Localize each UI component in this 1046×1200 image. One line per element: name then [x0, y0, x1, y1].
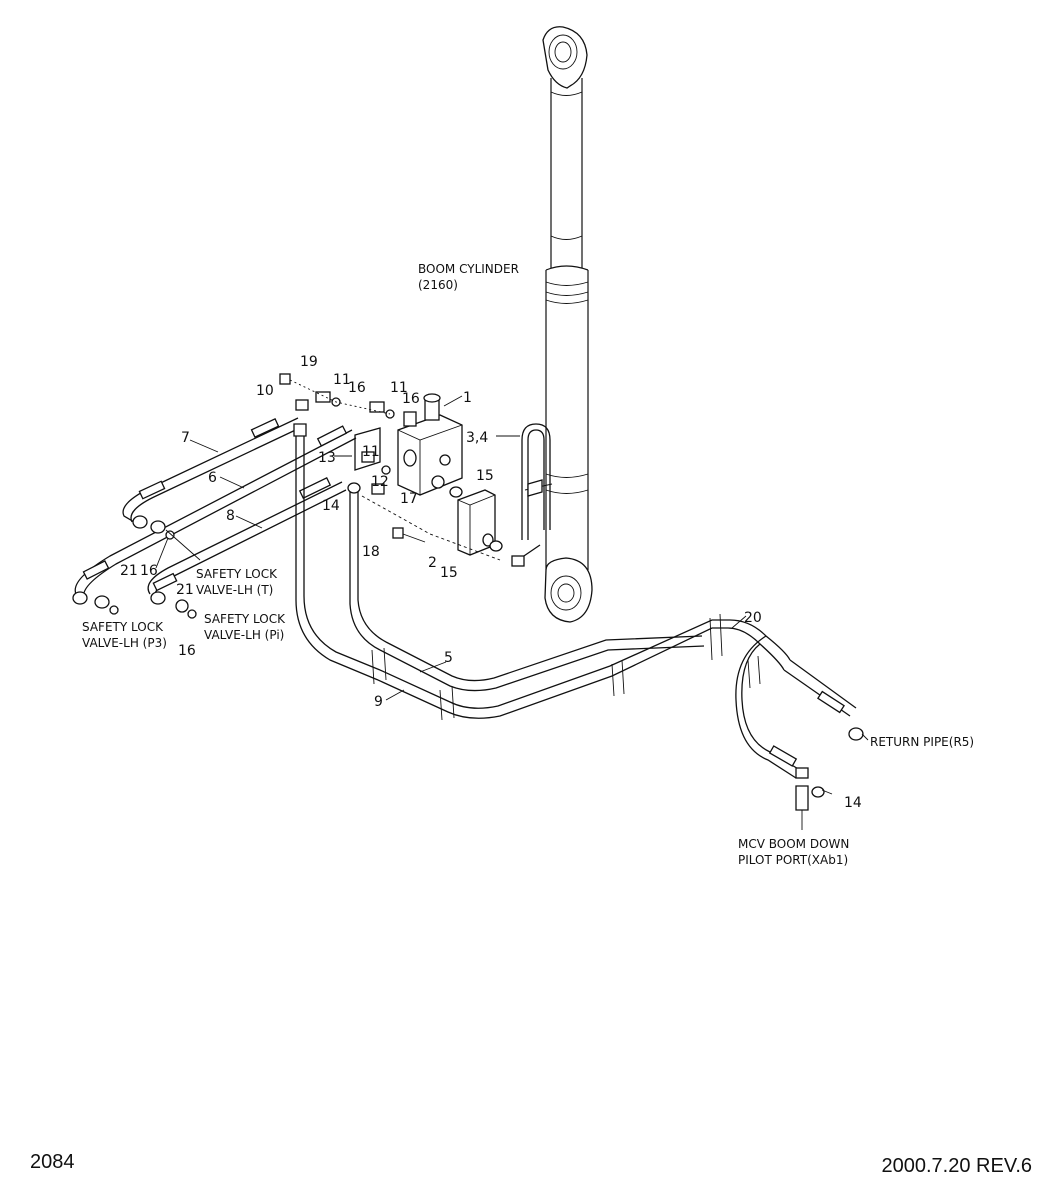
safety-lock-pi-label-2: VALVE-LH (Pi) [204, 628, 284, 642]
safety-lock-pi-label-1: SAFETY LOCK [204, 612, 286, 626]
callout-6: 6 [208, 470, 217, 486]
callout-21-b: 21 [176, 582, 194, 598]
callout-16-c: 16 [140, 563, 158, 579]
safety-lock-t-label-1: SAFETY LOCK [196, 567, 278, 581]
mcv-label-1: MCV BOOM DOWN [738, 837, 849, 851]
hose-9-5-20 [293, 423, 864, 830]
pipe-3-4 [511, 423, 553, 567]
callout-10: 10 [256, 383, 274, 399]
callout-15-b: 15 [440, 565, 458, 581]
safety-lock-p3-label-1: SAFETY LOCK [82, 620, 164, 634]
callout-2: 2 [428, 555, 437, 571]
boom-cylinder-code: (2160) [418, 278, 458, 292]
callout-16-b: 16 [402, 391, 420, 407]
callout-8: 8 [226, 508, 235, 524]
fittings-cluster [279, 373, 395, 495]
callout-14-b: 14 [844, 795, 862, 811]
callout-16-a: 16 [348, 380, 366, 396]
callout-13: 13 [318, 450, 336, 466]
callout-11-b: 11 [390, 380, 408, 396]
callout-21-a: 21 [120, 563, 138, 579]
leader-lines [155, 395, 869, 795]
safety-lock-p3-label-2: VALVE-LH (P3) [82, 636, 167, 650]
mcv-label-2: PILOT PORT(XAb1) [738, 853, 848, 867]
callout-11-a: 11 [333, 372, 351, 388]
callout-9: 9 [374, 694, 383, 710]
callout-19: 19 [300, 354, 318, 370]
hose-8 [147, 476, 347, 605]
callout-12: 12 [371, 474, 389, 490]
callout-16-d: 16 [178, 643, 196, 659]
safety-lock-valve-body [354, 393, 503, 561]
hose-6 [72, 425, 357, 605]
hose-7 [122, 417, 305, 529]
callout-3-4: 3,4 [466, 430, 488, 446]
callout-5: 5 [444, 650, 453, 666]
end-fittings [94, 520, 197, 619]
safety-lock-t-label-2: VALVE-LH (T) [196, 583, 273, 597]
callout-11-c: 11 [362, 444, 380, 460]
callout-18: 18 [362, 544, 380, 560]
callout-17: 17 [400, 491, 418, 507]
text-labels: BOOM CYLINDER (2160) SAFETY LOCK VALVE-L… [82, 262, 974, 867]
callout-7: 7 [181, 430, 190, 446]
callout-20: 20 [744, 610, 762, 626]
callout-14-a: 14 [322, 498, 340, 514]
callout-numbers: 1 2 3,4 5 6 7 8 9 10 11 11 11 12 13 14 1… [120, 354, 862, 811]
boom-cylinder [542, 26, 593, 623]
return-pipe-label: RETURN PIPE(R5) [870, 735, 974, 749]
boom-cylinder-label: BOOM CYLINDER [418, 262, 519, 276]
callout-1: 1 [463, 390, 472, 406]
callout-15-a: 15 [476, 468, 494, 484]
page-number: 2084 [30, 1151, 75, 1173]
revision-date: 2000.7.20 REV.6 [882, 1155, 1033, 1177]
